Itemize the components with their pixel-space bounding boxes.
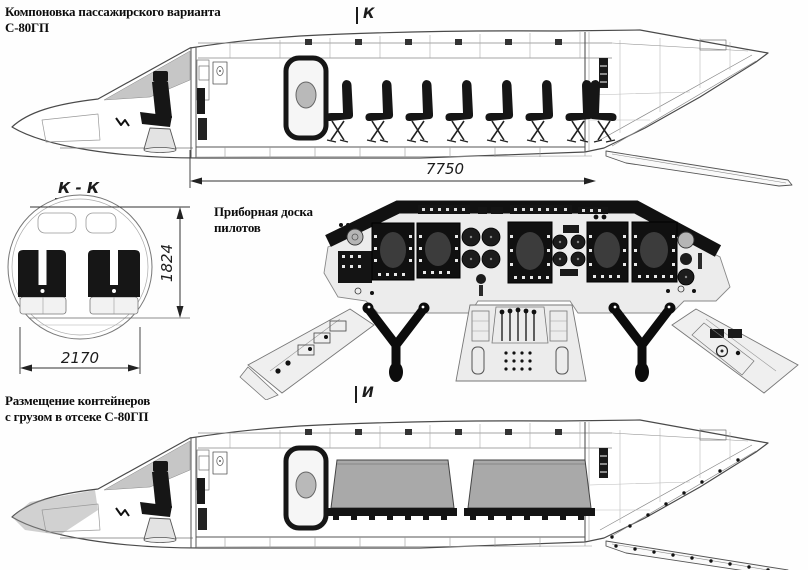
section-cut-mark-i: И <box>355 386 374 403</box>
section-cut-letter-i: И <box>362 385 374 401</box>
round-gauges <box>339 214 702 296</box>
instrument-panel-label: Приборная доска пилотов <box>214 204 313 236</box>
section-width-dim-text: 2170 <box>61 349 99 367</box>
cabin-length-dim-text: 7750 <box>426 160 464 178</box>
annunciator-strips <box>418 205 608 214</box>
cargo-layout-title-line1: Размещение контейнеров <box>5 393 151 408</box>
cargo-variant-side-view <box>0 390 808 570</box>
cargo-containers <box>327 459 595 520</box>
section-height-dimension: 1824 <box>30 206 190 318</box>
instrument-panel-label-line2: пилотов <box>214 220 261 235</box>
fuselage-cross-section: 1824 2170 <box>7 194 190 374</box>
section-cut-mark-k: К <box>356 7 374 24</box>
section-cut-line-i <box>355 386 357 403</box>
passenger-layout-title-line1: Компоновка пассажирского варианта <box>5 4 221 19</box>
passenger-variant-side-view: 7750 <box>0 0 808 196</box>
cargo-layout-title-line2: с грузом в отсеке С-80ГП <box>5 409 149 424</box>
section-height-dim-text: 1824 <box>158 244 176 282</box>
mfd-screens <box>338 221 678 284</box>
nose-shading <box>12 490 98 535</box>
airframe-drawing <box>12 30 792 186</box>
cabin-length-dimension: 7750 <box>189 150 596 188</box>
ramp-roller-dots <box>610 458 770 570</box>
instrument-panel-label-line1: Приборная доска <box>214 204 313 219</box>
section-width-dimension: 2170 <box>19 327 141 374</box>
section-cut-letter-k: К <box>363 6 375 22</box>
passenger-layout-title: Компоновка пассажирского варианта С-80ГП <box>5 4 221 36</box>
section-cut-line-k <box>356 7 358 24</box>
cargo-layout-title: Размещение контейнеров с грузом в отсеке… <box>5 393 150 425</box>
center-pedestal <box>455 304 587 382</box>
passenger-layout-title-line2: С-80ГП <box>5 20 49 35</box>
control-yokes <box>362 302 676 382</box>
pilots-instrument-panel <box>239 200 799 400</box>
side-consoles <box>239 308 799 400</box>
